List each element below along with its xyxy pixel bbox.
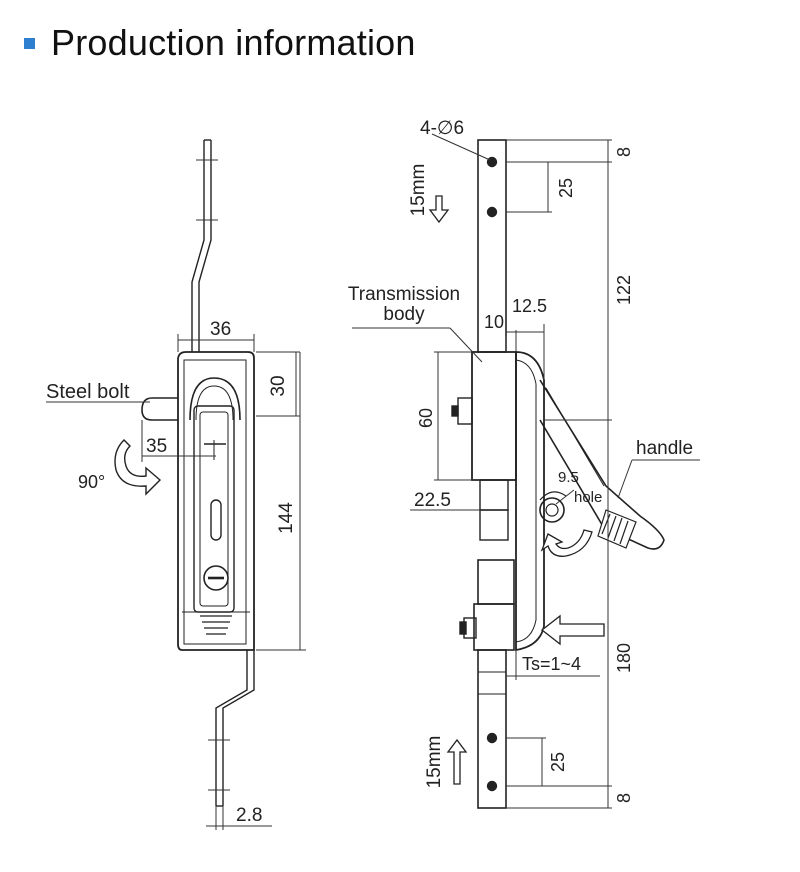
label-transmission-line2: body bbox=[383, 304, 425, 325]
steel-bolt bbox=[141, 397, 178, 421]
push-arrow-icon bbox=[540, 614, 605, 646]
left-front-view bbox=[141, 139, 255, 807]
dim-12-5: 12.5 bbox=[512, 296, 547, 316]
grip-lines-icon bbox=[200, 615, 232, 635]
dim-top-30: 30 bbox=[268, 375, 289, 396]
travel-arrow-bottom-icon bbox=[446, 738, 468, 785]
dim-top-offset-8: 8 bbox=[614, 147, 634, 157]
dim-bolt-35: 35 bbox=[146, 436, 167, 457]
header: Production information bbox=[24, 18, 416, 68]
label-hole-size: 9.5 bbox=[558, 469, 579, 486]
upper-rod bbox=[191, 140, 205, 352]
label-hole: hole bbox=[574, 489, 602, 506]
label-handle: handle bbox=[636, 438, 693, 459]
dim-bottom-offset-8: 8 bbox=[614, 793, 634, 803]
travel-arrow-top-icon bbox=[428, 195, 450, 224]
transmission-body bbox=[471, 351, 517, 481]
dim-10: 10 bbox=[484, 312, 504, 332]
label-travel-top: 15mm bbox=[408, 164, 429, 217]
handle-swung bbox=[539, 379, 665, 550]
label-holes: 4-∅6 bbox=[420, 118, 464, 139]
dim-thickness-2-8: 2.8 bbox=[236, 805, 262, 826]
dim-bottom-pitch-25: 25 bbox=[548, 752, 568, 772]
dim-width-36: 36 bbox=[210, 319, 231, 340]
title-bullet-icon bbox=[24, 37, 35, 49]
pivot-hole bbox=[539, 497, 565, 523]
dim-upper-length-122: 122 bbox=[614, 275, 634, 305]
dim-top-pitch-25: 25 bbox=[556, 178, 576, 198]
dim-60: 60 bbox=[416, 408, 436, 428]
dim-height-144: 144 bbox=[276, 502, 297, 534]
lower-rod bbox=[215, 650, 248, 806]
oval-slot bbox=[210, 499, 222, 541]
right-dimensions bbox=[352, 133, 700, 809]
handle-rotation-arrow-icon bbox=[540, 529, 593, 557]
handle-grip-icon bbox=[597, 509, 637, 549]
left-dimensions bbox=[141, 159, 306, 830]
label-ts: Ts=1~4 bbox=[522, 654, 581, 674]
label-rotation-90: 90° bbox=[78, 472, 105, 492]
rotation-arrow-icon bbox=[114, 439, 162, 496]
dim-22-5: 22.5 bbox=[414, 490, 451, 511]
lock-housing bbox=[177, 351, 255, 651]
dim-lower-length-180: 180 bbox=[614, 643, 634, 673]
lock-side-profile bbox=[515, 351, 545, 652]
label-steel-bolt: Steel bolt bbox=[46, 381, 130, 403]
key-cylinder-icon bbox=[203, 565, 229, 591]
label-travel-bottom: 15mm bbox=[424, 736, 445, 789]
page-title: Production information bbox=[51, 22, 416, 63]
label-transmission-line1: Transmission bbox=[348, 284, 460, 305]
